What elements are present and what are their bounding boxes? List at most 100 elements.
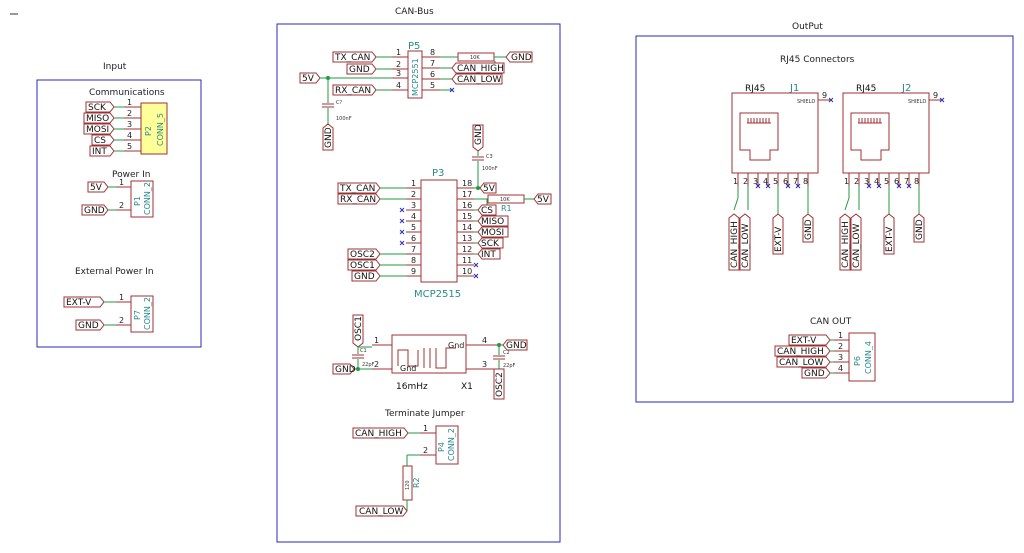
p3-pin-num-6: 6 [411,234,416,243]
p3-label-gnd: GND [354,272,375,282]
p2-pin-1: SCK 1 [85,98,141,113]
p4-pin-num-2: 2 [423,446,428,455]
connector-p2: P2 CONN_5 SCK 1 MISO 2 MOSI 3 [83,98,168,157]
p6-pin-num-1: 1 [838,331,843,340]
x1-gnd-in: Gnd [448,341,464,350]
chip-p3: P3 MCP2515 1 2 3 4 5 6 7 8 9 TX_CA [337,168,552,300]
p2-pin-5: INT 5 [89,142,141,157]
rj45-title: RJ45 Connectors [780,55,855,65]
j2-label-canlow: CAN_LOW [852,224,862,268]
p3-label-miso: MISO [481,217,504,227]
chip-p5: P5 MCP2551 TX_CAN 1 GND 2 5V 3 RX_CAN 4 [299,41,533,99]
p3-pin-num-15: 15 [462,212,472,221]
p6-body [848,332,876,382]
x1-c2-value: 22pF [503,363,516,369]
crystal-x1: Gnd Gnd 16mHz X1 1 2 3 4 OSC1 C1 22pF GN… [332,314,528,400]
p6-value: CONN_4 [864,341,873,374]
p3-pin-num-18: 18 [462,179,472,188]
p7-ref: P7 [133,310,142,320]
cap-p3-gnd: GND [474,124,484,145]
p3-rail-5v: 5V [537,195,550,205]
p4-resistor-value: 120 [405,480,411,490]
j2-pin-num-4: 4 [874,177,879,186]
j2-label-extv: EXT-V [885,226,895,252]
p5-pin-num-6: 6 [430,70,435,79]
cap-p3-ref: C3 [486,154,493,160]
j2-pin-num-7: 7 [904,177,909,186]
p4-body [435,425,459,465]
p3-pin-num-4: 4 [411,212,416,221]
p2-label-sck: SCK [88,103,107,113]
p2-label-cs: CS [94,136,106,146]
x1-pin-num-4: 4 [482,336,487,345]
input-frame [36,79,202,348]
connector-p7: P7 CONN_2 EXT-V 1 GND 2 [63,293,154,333]
p1-label-5v: 5V [90,183,103,193]
x1-c1-ref: C1 [360,348,367,354]
terminate-jumper-title: Terminate Jumper [384,409,465,419]
p5-ref: P5 [408,41,420,52]
j2-pins: 1 2 3 4 5 6 7 8 [844,173,920,189]
j1-shield: SHIELD [797,99,815,105]
x1-pin-num-3: 3 [482,360,487,369]
x1-label-osc1: OSC1 [354,316,364,341]
j1-pins: 1 2 3 4 5 6 7 8 [733,173,809,189]
rj45-j1: RJ45 J1 SHIELD 9 1 2 3 4 5 6 7 8 [728,83,834,271]
p3-left-pins: 1 2 3 4 5 6 7 8 9 [399,179,421,277]
p3-body [420,179,458,283]
p3-pin-num-3: 3 [411,201,416,210]
j1-pin-num-8: 8 [803,177,808,186]
j1-pin-num-1: 1 [733,177,738,186]
p3-resistor-ref: R1 [501,204,512,213]
p3-pin-num-16: 16 [462,201,472,210]
p3-label-rxcan: RX_CAN [340,195,376,205]
j2-shield: SHIELD [908,99,926,105]
x1-value: 16mHz [396,382,428,392]
p7-label-gnd: GND [78,321,99,331]
p7-body [130,295,154,333]
p3-pin-num-12: 12 [462,245,472,254]
p3-pin-num-11: 11 [462,256,472,265]
j1-body [731,92,819,174]
p5-resistor-value: 10K [470,55,480,61]
p3-pin-num-8: 8 [411,256,416,265]
power-in-title: Power In [112,170,150,180]
j2-body [842,92,930,174]
p6-label-canhigh: CAN_HIGH [777,347,824,357]
p4-label-canhigh: CAN_HIGH [355,429,402,439]
x1-symbol [397,347,456,369]
x1-gnd-out: Gnd [400,364,416,373]
x1-ref: X1 [461,382,473,392]
j2-shield-pin: 9 [933,91,938,100]
p2-pin-3: MOSI 3 [83,120,141,135]
cap-5v: C? 100nF GND [322,78,352,151]
p5-label-canlow: CAN_LOW [457,75,501,85]
p5-pin-num-5: 5 [430,81,435,90]
p5-pin-num-3: 3 [396,69,401,78]
p3-pin-num-13: 13 [462,234,472,243]
p4-pin-num-1: 1 [423,424,428,433]
p3-ref: P3 [432,168,444,179]
p4-resistor-ref: R2 [412,477,421,488]
p3-label-5v: 5V [483,184,496,194]
p7-label-extv: EXT-V [66,298,92,308]
j1-shield-pin: 9 [822,91,827,100]
j1-pin-num-4: 4 [763,177,768,186]
p5-pin-num-7: 7 [430,59,435,68]
input-section: Input Communications P2 CONN_5 SCK 1 MIS… [36,62,202,348]
p6-label-gnd: GND [804,369,825,379]
p7-value: CONN_2 [143,297,152,330]
j2-name: RJ45 [856,84,876,94]
jumper-p4: P4 CONN_2 CAN_HIGH 1 2 120 R2 CAN_LOW [352,424,459,517]
x1-label-osc2: OSC2 [495,372,505,397]
x1-c1-value: 22pF [362,362,375,368]
p5-label-canhigh: CAN_HIGH [457,64,504,74]
j2-pin-num-8: 8 [914,177,919,186]
j2-pin-num-2: 2 [854,177,859,186]
x1-pin-num-2: 2 [374,360,379,369]
p6-label-canlow: CAN_LOW [779,358,823,368]
p2-ref: P2 [144,126,153,136]
output-title: OutPut [792,22,823,32]
p6-label-extv: EXT-V [791,336,817,346]
p1-pin-num-1: 1 [119,178,124,187]
